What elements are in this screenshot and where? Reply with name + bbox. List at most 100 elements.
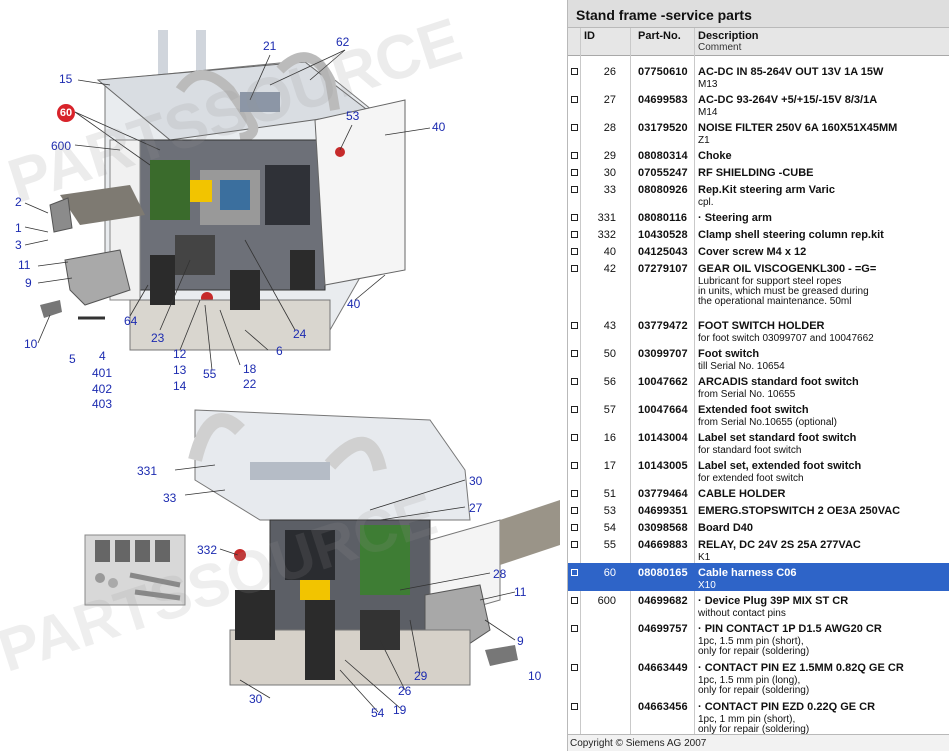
row-id: 28 <box>603 122 616 134</box>
row-checkbox[interactable] <box>571 524 578 531</box>
parts-list-panel: Stand frame -service parts ID Part-No. D… <box>567 0 949 751</box>
callout-28: 28 <box>493 567 507 581</box>
row-comment: till Serial No. 10654 <box>698 361 785 372</box>
header-description[interactable]: Description <box>698 30 759 42</box>
row-id: 40 <box>603 246 616 258</box>
row-checkbox[interactable] <box>571 96 578 103</box>
callout-30-top: 30 <box>469 474 483 488</box>
row-checkbox[interactable] <box>571 169 578 176</box>
row-checkbox[interactable] <box>571 625 578 632</box>
row-checkbox[interactable] <box>571 152 578 159</box>
row-checkbox[interactable] <box>571 124 578 131</box>
callout-3: 3 <box>15 238 22 252</box>
row-id: 332 <box>597 229 616 241</box>
row-checkbox[interactable] <box>571 231 578 238</box>
row-comment: 1pc, 1 mm pin (short), <box>698 714 796 725</box>
row-checkbox[interactable] <box>571 248 578 255</box>
row-checkbox[interactable] <box>571 541 578 548</box>
col-divider <box>694 28 695 751</box>
header-part-no[interactable]: Part-No. <box>638 30 681 42</box>
row-description: Choke <box>698 150 732 162</box>
row-part-number: 07055247 <box>638 167 688 179</box>
callout-6: 6 <box>276 344 283 358</box>
diagram-illustration <box>24 30 560 713</box>
row-checkbox[interactable] <box>571 68 578 75</box>
row-checkbox[interactable] <box>571 462 578 469</box>
row-checkbox[interactable] <box>571 214 578 221</box>
row-description: Foot switch <box>698 348 760 360</box>
row-checkbox[interactable] <box>571 507 578 514</box>
row-description: Label set standard foot switch <box>698 432 857 444</box>
callout-401: 401 <box>92 366 113 380</box>
row-id: 600 <box>597 595 616 607</box>
row-checkbox[interactable] <box>571 569 578 576</box>
row-checkbox[interactable] <box>571 322 578 329</box>
header-id[interactable]: ID <box>584 30 595 42</box>
callout-402: 402 <box>92 382 113 396</box>
row-checkbox[interactable] <box>571 265 578 272</box>
table-row[interactable]: 04663449· CONTACT PIN EZ 1.5MM 0.82Q GE … <box>568 658 949 697</box>
row-part-number: 03179520 <box>638 122 688 134</box>
row-description: · Steering arm <box>698 212 772 224</box>
callout-9-lower: 9 <box>517 634 524 648</box>
row-checkbox[interactable] <box>571 186 578 193</box>
leader-lines <box>24 49 516 713</box>
col-divider <box>580 28 581 751</box>
row-checkbox[interactable] <box>571 664 578 671</box>
row-checkbox[interactable] <box>571 350 578 357</box>
row-checkbox[interactable] <box>571 597 578 604</box>
callout-15: 15 <box>59 72 73 86</box>
row-part-number: 04663449 <box>638 662 688 674</box>
row-part-number: 04663456 <box>638 701 688 713</box>
row-id: 55 <box>603 539 616 551</box>
callout-13: 13 <box>173 363 187 377</box>
row-comment: only for repair (soldering) <box>698 646 810 657</box>
row-comment: for foot switch 03099707 and 10047662 <box>698 333 874 344</box>
upper-unit-drawing <box>40 30 406 351</box>
row-id: 54 <box>603 522 616 534</box>
callout-40-bottom: 40 <box>347 297 361 311</box>
row-comment: K1 <box>698 552 711 563</box>
row-comment: for extended foot switch <box>698 473 804 484</box>
row-description: · Device Plug 39P MIX ST CR <box>698 595 849 607</box>
row-id: 57 <box>603 404 616 416</box>
row-checkbox[interactable] <box>571 703 578 710</box>
row-part-number: 04699682 <box>638 595 688 607</box>
row-checkbox[interactable] <box>571 378 578 385</box>
row-part-number: 08080116 <box>638 212 688 224</box>
exploded-diagram: 21 62 15 60 53 40 600 2 1 3 11 9 10 5 4 … <box>0 5 560 720</box>
row-id: 30 <box>603 167 616 179</box>
row-id: 29 <box>603 150 616 162</box>
row-checkbox[interactable] <box>571 490 578 497</box>
row-id: 43 <box>603 320 616 332</box>
callout-12: 12 <box>173 347 187 361</box>
row-checkbox[interactable] <box>571 434 578 441</box>
row-id: 60 <box>603 567 616 579</box>
row-description: RELAY, DC 24V 2S 25A 277VAC <box>698 539 861 551</box>
row-checkbox[interactable] <box>571 406 578 413</box>
